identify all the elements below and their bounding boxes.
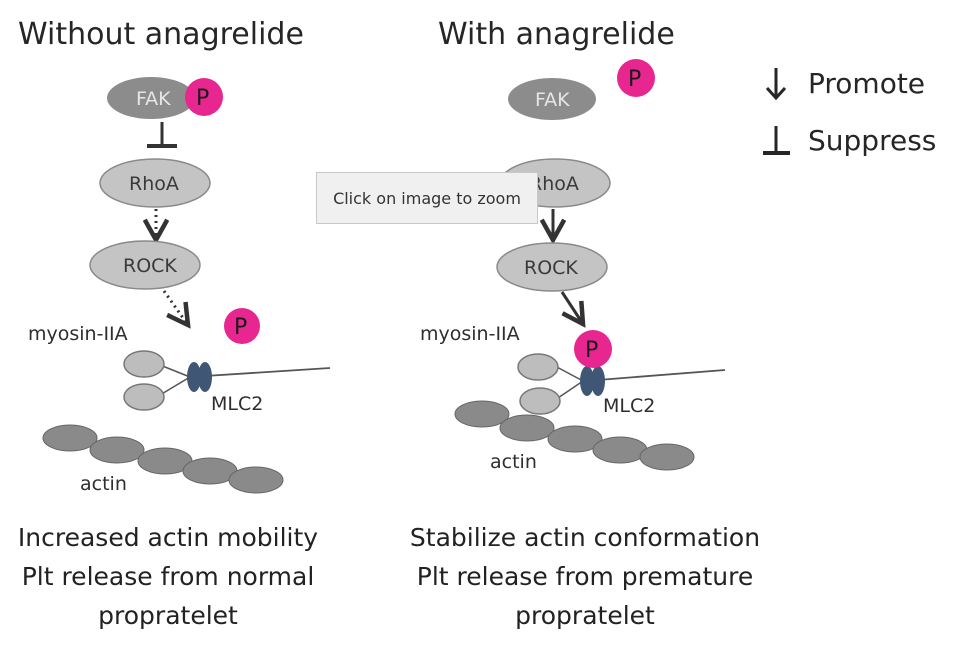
legend: Promote Suppress <box>763 67 936 157</box>
actin-label: actin <box>490 451 537 473</box>
fak-label: FAK <box>535 89 570 111</box>
panel-title: Without anagrelide <box>18 17 304 52</box>
legend-promote-label: Promote <box>808 67 925 100</box>
svg-text:Plt release from premature: Plt release from premature <box>417 562 753 591</box>
phospho-badge-detached: P <box>224 308 260 344</box>
panel-title: With anagrelide <box>438 17 675 52</box>
svg-text:P: P <box>628 67 641 92</box>
rhoa-node: RhoA <box>99 158 211 208</box>
rock-node: ROCK <box>89 240 201 290</box>
panel-with-anagrelide: With anagrelide FAK P RhoA ROCK myosin-I… <box>410 17 760 630</box>
fak-node: FAK <box>107 77 195 119</box>
svg-text:P: P <box>234 315 247 340</box>
suppress-connector <box>147 122 177 148</box>
svg-text:P: P <box>585 338 598 363</box>
mlc2-pair <box>580 366 605 396</box>
phospho-badge-detached: P <box>617 59 655 97</box>
mlc2-pair <box>187 362 212 392</box>
svg-text:propratelet: propratelet <box>515 601 655 630</box>
actin-filament <box>42 424 284 494</box>
svg-text:propratelet: propratelet <box>98 601 238 630</box>
suppress-bar-icon <box>763 126 790 155</box>
mlc2-label: MLC2 <box>211 393 263 415</box>
rhoa-label: RhoA <box>129 173 179 195</box>
fak-label: FAK <box>136 88 171 110</box>
actin-label: actin <box>80 473 127 495</box>
myosin-label: myosin-IIA <box>28 323 128 345</box>
rock-label: ROCK <box>524 257 578 279</box>
promote-arrow <box>560 291 583 324</box>
panel-without-anagrelide: Without anagrelide FAK P RhoA ROCK P my <box>18 17 331 630</box>
svg-text:P: P <box>196 86 209 111</box>
rhoa-label: RhoA <box>529 173 579 195</box>
caption: Increased actin mobility Plt release fro… <box>18 523 318 630</box>
phospho-badge: P <box>185 78 223 116</box>
myosin-heads <box>123 350 331 411</box>
zoom-hint-tooltip[interactable]: Click on image to zoom <box>316 172 538 224</box>
dotted-promote-arrow <box>162 290 188 325</box>
svg-text:Increased actin mobility: Increased actin mobility <box>18 523 318 552</box>
rock-node: ROCK <box>496 242 608 292</box>
promote-arrow-icon <box>765 68 787 101</box>
rock-label: ROCK <box>123 255 177 277</box>
mlc2-label: MLC2 <box>603 395 655 417</box>
actin-filament <box>454 400 695 471</box>
myosin-heads <box>517 353 726 415</box>
svg-text:Plt release from normal: Plt release from normal <box>22 562 315 591</box>
caption: Stabilize actin conformation Plt release… <box>410 523 760 630</box>
phospho-badge: P <box>574 330 612 368</box>
svg-text:Stabilize actin conformation: Stabilize actin conformation <box>410 523 760 552</box>
myosin-label: myosin-IIA <box>420 323 520 345</box>
legend-suppress-label: Suppress <box>808 124 936 157</box>
fak-node: FAK <box>508 78 596 120</box>
